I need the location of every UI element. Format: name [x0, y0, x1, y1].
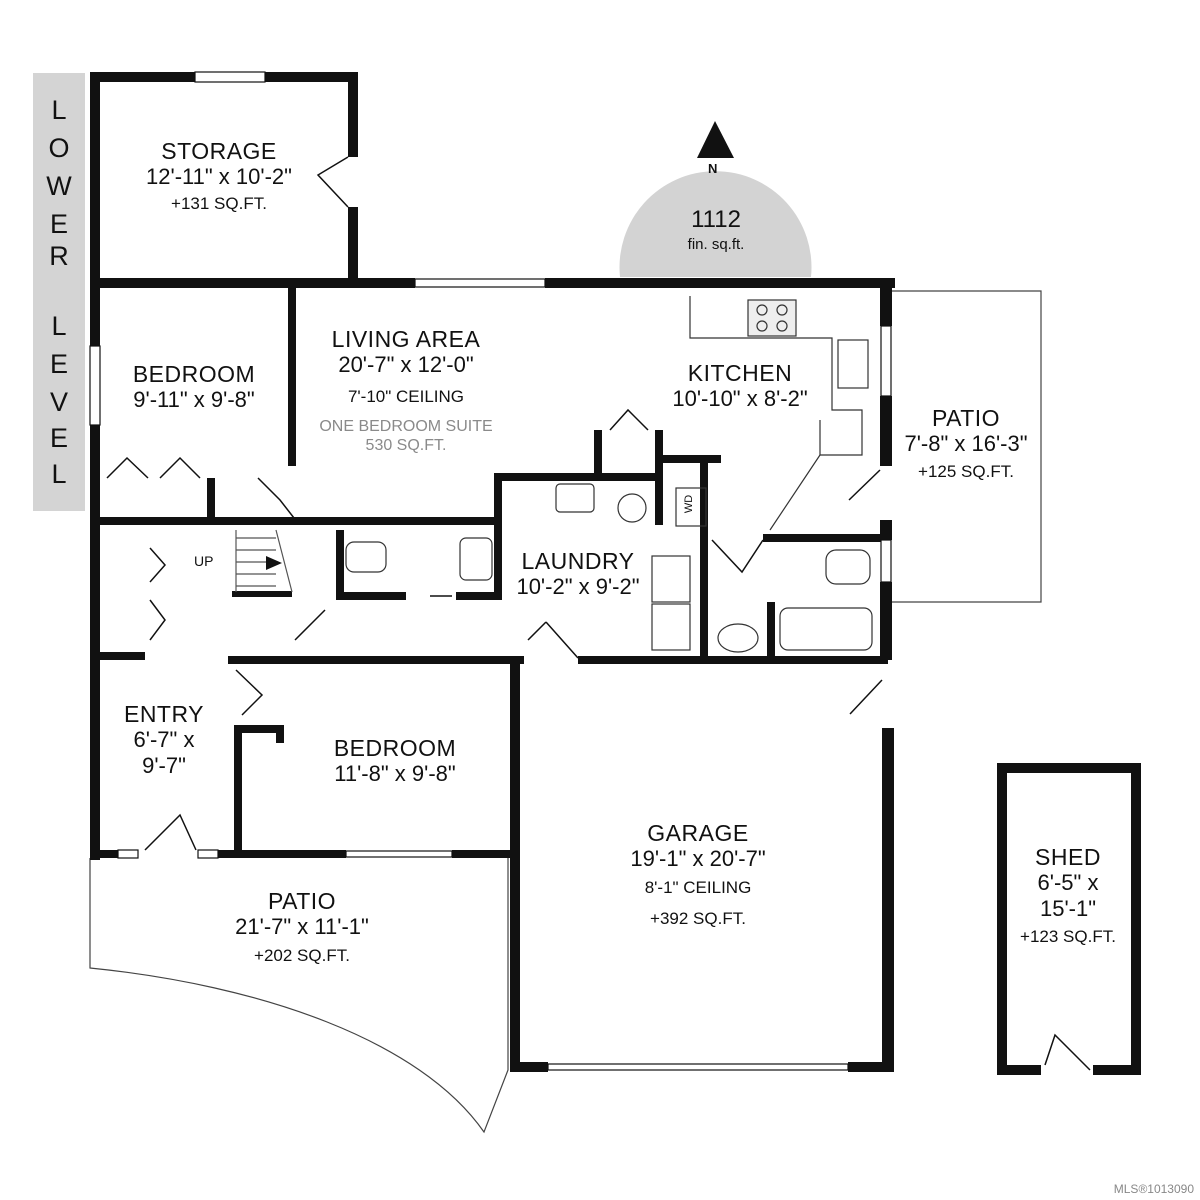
room-name: PATIO — [267, 888, 337, 914]
room-dims-line1: 6'-5" x — [1037, 870, 1099, 896]
room-name: LIVING AREA — [331, 326, 481, 352]
room-storage: STORAGE 12'-11" x 10'-2" +131 SQ.FT. — [146, 138, 292, 213]
windows — [89, 71, 892, 1071]
total-sqft-unit: fin. sq.ft. — [687, 236, 745, 253]
sqft-badge — [619, 171, 812, 277]
level-letter: L — [51, 311, 67, 341]
up-arrow-icon — [266, 556, 282, 570]
room-name: SHED — [1035, 844, 1101, 870]
room-area: +131 SQ.FT. — [171, 193, 267, 213]
patio-outlines — [89, 290, 1042, 1134]
suite-area: 530 SQ.FT. — [365, 436, 447, 454]
room-entry: ENTRY 6'-7" x 9'-7" — [124, 701, 204, 778]
room-area: +125 SQ.FT. — [918, 461, 1014, 481]
suite-label: ONE BEDROOM SUITE — [319, 418, 493, 436]
room-ceiling: 7'-10" CEILING — [347, 386, 465, 406]
level-letter: L — [51, 459, 67, 489]
room-area: +392 SQ.FT. — [650, 909, 746, 929]
level-letter: V — [49, 387, 68, 417]
total-sqft-value: 1112 — [691, 206, 741, 233]
north-label: N — [708, 161, 718, 176]
stairs-up-label: UP — [194, 553, 214, 569]
room-name: BEDROOM — [333, 735, 457, 761]
room-ceiling: 8'-1" CEILING — [644, 877, 752, 897]
room-name: LAUNDRY — [521, 548, 635, 574]
room-dims: 7'-8" x 16'-3" — [904, 431, 1028, 457]
room-name: GARAGE — [647, 820, 749, 846]
room-laundry: LAUNDRY 10'-2" x 9'-2" — [516, 548, 639, 600]
room-shed: SHED 6'-5" x 15'-1" +123 SQ.FT. — [1020, 844, 1116, 947]
washer-dryer-label: WD — [683, 494, 696, 514]
room-area: +123 SQ.FT. — [1020, 927, 1116, 947]
doors — [106, 156, 1091, 1071]
walls — [90, 72, 1141, 1075]
room-dims: 10'-2" x 9'-2" — [516, 574, 640, 600]
level-letter: L — [51, 95, 67, 125]
room-name: KITCHEN — [687, 360, 793, 386]
room-garage: GARAGE 19'-1" x 20'-7" 8'-1" CEILING +39… — [630, 820, 765, 929]
room-dims-line2: 9'-7" — [142, 752, 186, 778]
mls-watermark: MLS®1013090 — [1113, 1182, 1194, 1196]
level-letter: E — [49, 423, 68, 453]
room-dims-line1: 6'-7" x — [133, 727, 195, 753]
room-bedroom-2: BEDROOM 11'-8" x 9'-8" — [334, 735, 456, 787]
level-banner: L O W E R L E V E L — [33, 73, 85, 511]
room-patio-east: PATIO 7'-8" x 16'-3" +125 SQ.FT. — [904, 405, 1027, 481]
room-dims: 12'-11" x 10'-2" — [146, 164, 292, 190]
level-letter: E — [49, 209, 68, 239]
room-name: BEDROOM — [132, 361, 256, 387]
room-bedroom-1: BEDROOM 9'-11" x 9'-8" — [133, 361, 255, 413]
room-dims: 21'-7" x 11'-1" — [235, 914, 369, 940]
level-letter: R — [49, 241, 69, 271]
room-patio-south: PATIO 21'-7" x 11'-1" +202 SQ.FT. — [235, 888, 369, 965]
room-dims: 9'-11" x 9'-8" — [133, 387, 255, 413]
north-arrow-icon — [697, 121, 734, 158]
level-letter: W — [46, 171, 72, 201]
room-name: PATIO — [931, 405, 1001, 431]
room-dims: 20'-7" x 12'-0" — [338, 352, 474, 378]
room-dims: 11'-8" x 9'-8" — [334, 761, 456, 787]
level-letter: E — [49, 349, 68, 379]
level-letter: O — [48, 133, 70, 163]
room-living-area: LIVING AREA 20'-7" x 12'-0" 7'-10" CEILI… — [319, 326, 492, 455]
room-name: STORAGE — [161, 138, 277, 164]
room-dims: 10'-10" x 8'-2" — [672, 386, 808, 412]
room-dims: 19'-1" x 20'-7" — [630, 846, 766, 872]
room-name: ENTRY — [123, 701, 205, 727]
room-kitchen: KITCHEN 10'-10" x 8'-2" — [672, 360, 807, 412]
room-dims-line2: 15'-1" — [1039, 895, 1097, 921]
fixtures — [235, 296, 873, 653]
room-area: +202 SQ.FT. — [254, 945, 350, 965]
